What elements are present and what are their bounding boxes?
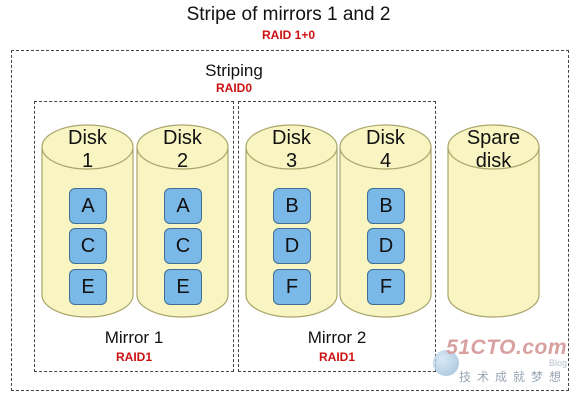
- disk-label: Disk 4: [338, 127, 433, 173]
- disk-4: Disk 4 B D F: [338, 121, 433, 321]
- watermark-globe-icon: [433, 350, 459, 376]
- data-block: D: [273, 228, 311, 264]
- disk-label-line1: Disk: [272, 127, 311, 149]
- data-block: A: [69, 188, 107, 224]
- disk-label: Disk 3: [244, 127, 339, 173]
- disk-label-line2: 1: [81, 150, 94, 172]
- disk-label-line1: Spare: [466, 127, 521, 149]
- disk-label-line2: 3: [285, 150, 298, 172]
- disk-label-line2: 4: [379, 150, 392, 172]
- disk-3: Disk 3 B D F: [244, 121, 339, 321]
- watermark-sub-text: Blog: [548, 358, 567, 368]
- disk-1: Disk 1 A C E: [40, 121, 135, 321]
- mirror-2-label: Mirror 2: [307, 328, 367, 347]
- diagram-title: Stripe of mirrors 1 and 2: [186, 4, 391, 25]
- diagram-subtitle: RAID 1+0: [261, 28, 316, 42]
- data-block: A: [164, 188, 202, 224]
- disk-2: Disk 2 A C E: [135, 121, 230, 321]
- data-block: E: [164, 269, 202, 305]
- mirror-1-sublabel: RAID1: [115, 350, 152, 364]
- disk-label-line2: 2: [176, 150, 189, 172]
- disk-label: Disk 2: [135, 127, 230, 173]
- striping-label: Striping: [205, 61, 263, 80]
- watermark-chinese-text: 技术成就梦想: [458, 370, 567, 384]
- data-block: B: [367, 188, 405, 224]
- data-block: C: [164, 228, 202, 264]
- watermark-logo-text: 51CTO.com: [446, 336, 567, 359]
- data-block: E: [69, 269, 107, 305]
- data-block: F: [273, 269, 311, 305]
- striping-sublabel: RAID0: [215, 81, 252, 95]
- data-block: B: [273, 188, 311, 224]
- disk-cylinder-icon: [447, 124, 540, 318]
- watermark: 51CTO.com Blog 技术成就梦想: [427, 336, 567, 385]
- spare-disk: Spare disk: [446, 121, 541, 321]
- disk-label-line1: Disk: [68, 127, 107, 149]
- mirror-2-group: [238, 101, 436, 372]
- disk-label: Spare disk: [446, 127, 541, 173]
- mirror-1-label: Mirror 1: [104, 328, 164, 347]
- raid10-container: [11, 50, 569, 391]
- disk-label-line1: Disk: [163, 127, 202, 149]
- data-block: F: [367, 269, 405, 305]
- mirror-2-sublabel: RAID1: [318, 350, 355, 364]
- data-block: D: [367, 228, 405, 264]
- mirror-1-group: [34, 101, 234, 372]
- disk-label: Disk 1: [40, 127, 135, 173]
- data-block: C: [69, 228, 107, 264]
- disk-label-line2: disk: [475, 150, 512, 172]
- disk-label-line1: Disk: [366, 127, 405, 149]
